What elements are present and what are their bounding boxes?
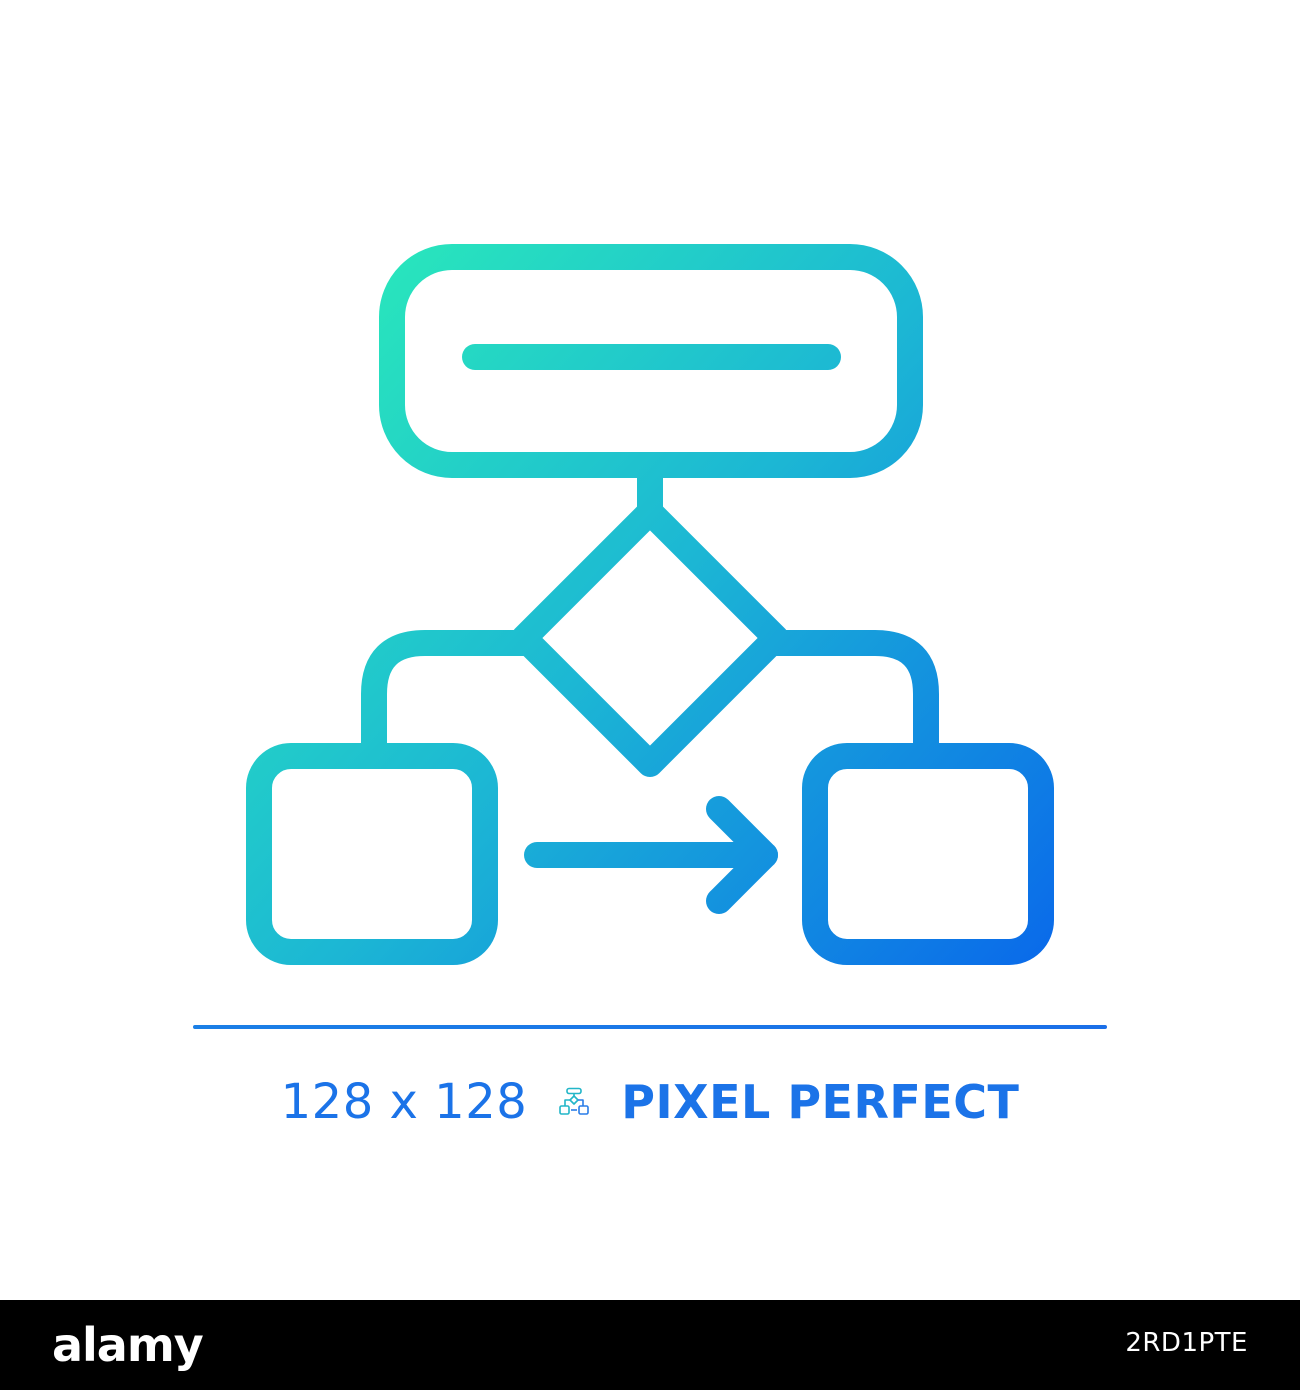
process-box-right <box>802 743 1054 965</box>
image-id: 2RD1PTE <box>1125 1328 1248 1358</box>
flowchart-icon <box>246 244 1054 965</box>
icon-canvas: 128 x 128 PIXEL PERFECT <box>0 244 1300 1142</box>
flowchart-icon <box>559 1087 590 1115</box>
process-box-left <box>246 743 498 965</box>
arrow-head <box>706 796 778 914</box>
branch-right <box>763 630 939 756</box>
caption-row: 128 x 128 PIXEL PERFECT <box>0 1062 1300 1142</box>
size-label: 128 x 128 <box>280 1074 528 1130</box>
watermark-bar: alamy 2RD1PTE <box>0 1300 1300 1390</box>
branch-left <box>361 630 537 756</box>
divider-line <box>193 1025 1107 1029</box>
tagline: PIXEL PERFECT <box>621 1075 1020 1129</box>
decision-diamond <box>511 499 789 777</box>
brand-logo[interactable]: alamy <box>52 1318 204 1372</box>
